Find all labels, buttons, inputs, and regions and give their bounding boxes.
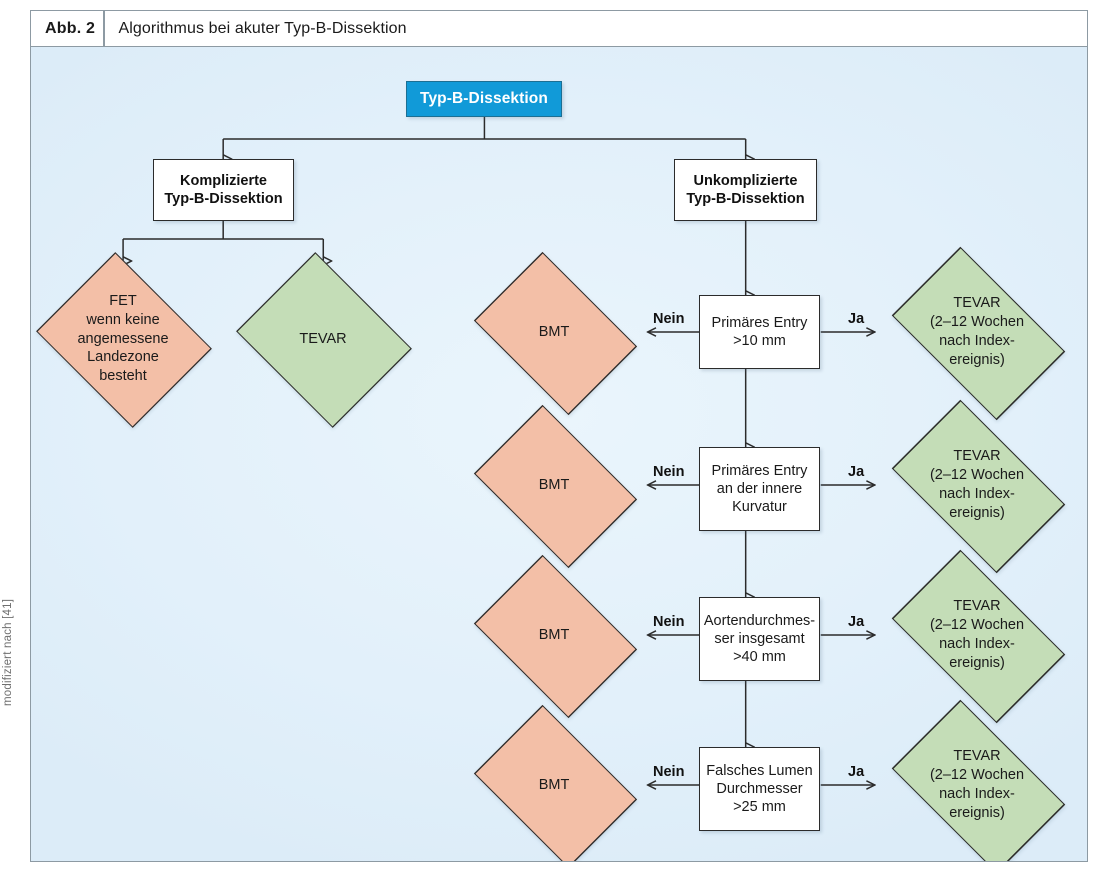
figure-caption-bar: Abb. 2 Algorithmus bei akuter Typ-B-Diss… [31,11,1087,47]
edge-label-ja-2: Ja [848,464,865,480]
edge-label-ja-1: Ja [848,311,865,327]
figure-frame: Abb. 2 Algorithmus bei akuter Typ-B-Diss… [30,10,1088,862]
node-decision-1[interactable]: Primäres Entry>10 mm [699,295,820,369]
tevar-diamond-shape [891,399,1065,573]
edge-label-ja-4: Ja [848,764,865,780]
decision-1-label: Primäres Entry>10 mm [711,314,808,349]
node-bmt-row-4[interactable]: BMT [461,704,647,861]
tevar-diamond-shape [891,549,1065,723]
node-bmt-row-2[interactable]: BMT [461,404,647,568]
source-credit: modifiziert nach [41] [2,598,14,706]
edge-label-nein-2: Nein [653,464,685,480]
bmt-diamond-shape [473,704,637,861]
edge-label-nein-3: Nein [653,614,685,630]
figure-title: Algorithmus bei akuter Typ-B-Dissektion [118,19,407,37]
node-bmt-row-3[interactable]: BMT [461,554,647,718]
figure-number: Abb. 2 [45,19,96,37]
node-bmt-row-1[interactable]: BMT [461,251,647,415]
node-tevar-komplizierte[interactable]: TEVAR [228,252,418,428]
node-root-typ-b-dissektion[interactable]: Typ-B-Dissektion [406,81,562,117]
tevar-diamond-shape [891,699,1065,861]
edge-label-nein-1: Nein [653,311,685,327]
tevar-diamond-shape [236,252,412,428]
fet-diamond-shape [36,252,212,428]
tevar-diamond-shape [891,246,1065,420]
node-root-label: Typ-B-Dissektion [420,90,548,108]
bmt-diamond-shape [473,554,637,718]
node-decision-3[interactable]: Aortendurchmes-ser insgesamt>40 mm [699,597,820,681]
bmt-diamond-shape [473,404,637,568]
decision-3-label: Aortendurchmes-ser insgesamt>40 mm [703,612,816,666]
caption-divider [103,11,105,46]
edge-label-nein-4: Nein [653,764,685,780]
bmt-diamond-shape [473,251,637,415]
edge-label-ja-3: Ja [848,614,865,630]
